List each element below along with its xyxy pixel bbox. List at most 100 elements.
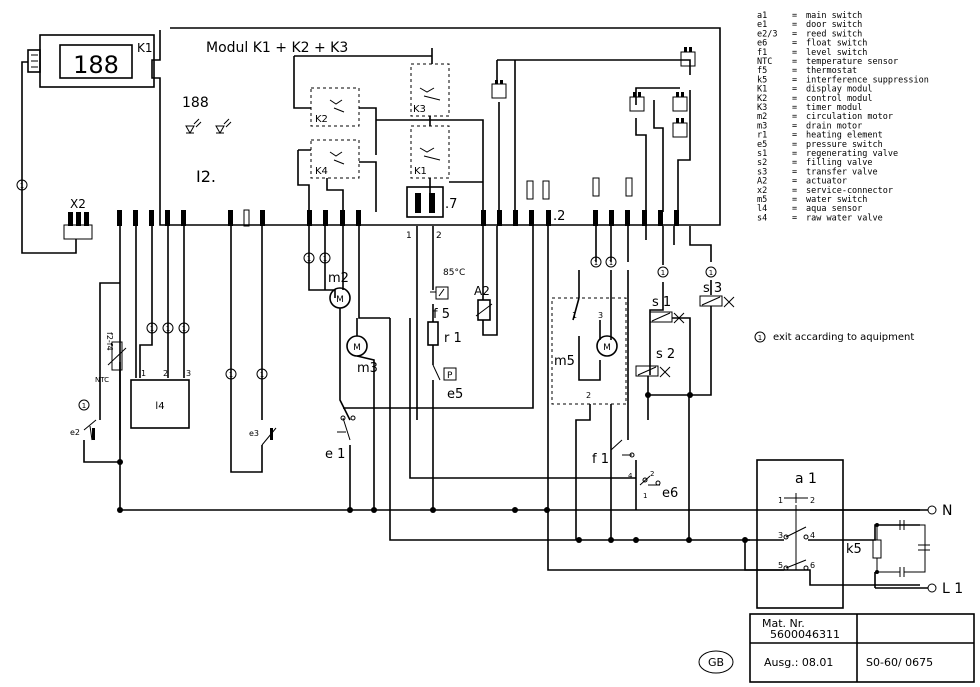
wire-valves <box>645 226 712 375</box>
board-label: I2. <box>196 167 216 186</box>
pin-1-label: 1 <box>406 231 412 241</box>
water-switch-motor <box>596 335 618 357</box>
display-label: K1 <box>137 41 153 55</box>
legend-equals: = <box>792 121 797 131</box>
contact-block-icon <box>672 92 688 112</box>
title-block <box>749 613 975 683</box>
main-switch-a1-box <box>756 459 844 609</box>
f5-label: f 5 <box>433 307 450 322</box>
contact-block-icon <box>672 118 688 138</box>
f2f4-label: f2-f4 <box>105 332 114 351</box>
relay-k1: K1 <box>410 125 450 179</box>
svg-text:M: M <box>603 343 611 353</box>
legend-code: K2 <box>757 94 767 104</box>
wire-m5-bus <box>575 226 612 540</box>
legend-equals: = <box>792 204 797 214</box>
svg-text:1: 1 <box>229 371 233 379</box>
n-label: N <box>942 503 952 519</box>
connector-2-label: .2 <box>553 209 565 224</box>
legend-equals: = <box>792 158 797 168</box>
legend-equals: = <box>792 177 797 187</box>
contact-block-icon <box>629 92 645 112</box>
r1-label: r 1 <box>444 331 462 346</box>
svg-text:1: 1 <box>82 402 86 410</box>
legend-description: display modul <box>806 85 873 95</box>
reed-switch-e2 <box>83 419 97 441</box>
legend-code: e5 <box>757 140 767 150</box>
svg-text:K3: K3 <box>413 104 426 115</box>
legend-code: A2 <box>757 177 767 187</box>
legend-code: f5 <box>757 66 767 76</box>
contact-block-icon <box>680 47 696 67</box>
wire-l4 <box>135 226 185 378</box>
f1-label: f 1 <box>592 452 609 467</box>
legend-equals: = <box>792 85 797 95</box>
ausg-label: Ausg.: 08.01 <box>764 656 833 669</box>
fuse-symbols <box>526 177 633 200</box>
svg-text:1: 1 <box>182 325 186 333</box>
relay-k2: K2 <box>310 87 360 127</box>
svg-text:1: 1 <box>150 325 154 333</box>
legend-equals: = <box>792 149 797 159</box>
m3-label: m3 <box>357 361 378 376</box>
legend-code: x2 <box>757 186 767 196</box>
relay-k4: K4 <box>310 139 360 179</box>
mat-number: 5600046311 <box>770 628 840 641</box>
legend-code: s3 <box>757 167 767 177</box>
module-title: Modul K1 + K2 + K3 <box>206 40 348 56</box>
wire-n-bus <box>99 226 920 511</box>
terminal-n <box>927 505 937 515</box>
a2-label: A2 <box>474 284 490 298</box>
l1-label: L 1 <box>942 581 963 597</box>
legend-description: main switch <box>806 11 862 21</box>
connector-7-label: .7 <box>445 197 457 212</box>
level-switch-f1 <box>610 439 635 458</box>
legend-description: reed switch <box>806 29 862 39</box>
f1-pin-2: 2 <box>650 470 654 478</box>
legend-description: transfer valve <box>806 167 878 177</box>
legend-description: pressure switch <box>806 140 883 150</box>
svg-text:1: 1 <box>20 182 24 190</box>
country-badge <box>698 650 734 674</box>
legend-code: e1 <box>757 20 767 30</box>
connector-7-box <box>406 186 444 218</box>
legend-equals: = <box>792 29 797 39</box>
exit-markers: 1 1 1 1 1 1 1 1 1 1 1 1 1 <box>16 179 717 411</box>
svg-text:1: 1 <box>166 325 170 333</box>
actuator-a2 <box>477 299 491 321</box>
e5-label: e5 <box>447 387 463 402</box>
wire-m2-down <box>339 308 351 421</box>
legend-equals: = <box>792 94 797 104</box>
legend-code: K1 <box>757 85 767 95</box>
legend-equals: = <box>792 20 797 30</box>
reed-switch-e3 <box>261 427 277 446</box>
legend-description: water switch <box>806 195 867 205</box>
legend-equals: = <box>792 131 797 141</box>
svg-text:1: 1 <box>323 255 327 263</box>
a1-pin-1: 1 <box>778 496 783 505</box>
m5-pin-2: 2 <box>586 391 591 400</box>
legend-equals: = <box>792 186 797 196</box>
legend-equals: = <box>792 112 797 122</box>
wire-e3 <box>230 226 263 473</box>
x2-label: X2 <box>70 197 86 211</box>
l4-pin-2: 2 <box>163 369 168 378</box>
legend-code: l4 <box>757 204 767 214</box>
country-code: GB <box>708 656 724 669</box>
legend-code: s4 <box>757 213 767 223</box>
legend-description: heating element <box>806 131 883 141</box>
svg-text:K2: K2 <box>315 114 328 125</box>
s3-label: s 3 <box>703 281 722 296</box>
legend-equals: = <box>792 213 797 223</box>
wire-valve-return <box>647 306 712 540</box>
float-switch-e6 <box>639 475 661 486</box>
svg-text:1: 1 <box>758 334 762 342</box>
legend-description: control modul <box>806 94 873 104</box>
svg-text:1: 1 <box>661 269 665 277</box>
legend-code: NTC <box>757 57 772 67</box>
legend-description: timer modul <box>806 103 862 113</box>
l4-label: l4 <box>155 401 164 412</box>
wire-a1 <box>744 524 920 571</box>
svg-text:1: 1 <box>709 269 713 277</box>
svg-text:1: 1 <box>594 259 598 267</box>
